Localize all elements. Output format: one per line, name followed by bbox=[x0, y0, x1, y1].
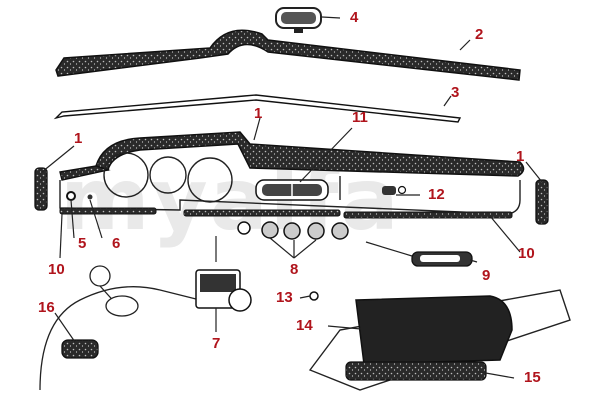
part-knob-12 bbox=[382, 185, 407, 195]
callout-3: 3 bbox=[451, 84, 460, 101]
gear-stick-area bbox=[39, 265, 201, 391]
callout-2: 2 bbox=[475, 26, 484, 43]
callout-6: 6 bbox=[112, 235, 121, 252]
part-end-cap-left bbox=[34, 167, 48, 211]
part-light-unit bbox=[411, 251, 473, 267]
callout-10-right: 10 bbox=[518, 245, 535, 262]
part-mirror bbox=[275, 7, 322, 33]
callout-11: 11 bbox=[352, 109, 368, 126]
part-ashtray bbox=[195, 269, 252, 312]
callout-12: 12 bbox=[428, 186, 445, 203]
part-thin-strip bbox=[53, 94, 462, 123]
part-dashboard-top-left bbox=[59, 165, 111, 181]
dashboard-body bbox=[59, 152, 521, 215]
callout-10-left: 10 bbox=[48, 261, 65, 278]
callout-8: 8 bbox=[290, 261, 299, 278]
callout-4: 4 bbox=[350, 9, 359, 26]
callout-16: 16 bbox=[38, 299, 55, 316]
callout-1-left: 1 bbox=[74, 130, 83, 147]
part-end-cap-right bbox=[535, 179, 549, 225]
part-dashboard-top bbox=[95, 131, 525, 177]
callout-9: 9 bbox=[482, 267, 491, 284]
callout-5: 5 bbox=[78, 235, 87, 252]
callout-13: 13 bbox=[276, 289, 293, 306]
part-vent bbox=[255, 179, 329, 201]
part-bung bbox=[309, 291, 319, 301]
part-molding-center bbox=[183, 209, 341, 217]
part-knobs-row bbox=[237, 221, 349, 240]
part-switch-6 bbox=[87, 194, 93, 200]
part-molding-left bbox=[59, 207, 157, 215]
callout-1-right: 1 bbox=[516, 148, 525, 165]
callout-7: 7 bbox=[212, 335, 221, 352]
part-switch-16 bbox=[61, 339, 99, 359]
leader-lines bbox=[41, 16, 543, 379]
part-switch-5 bbox=[66, 191, 76, 201]
callout-1-top: 1 bbox=[254, 105, 263, 122]
part-glovebox bbox=[308, 289, 571, 391]
part-upper-trim bbox=[55, 29, 521, 81]
part-molding-right bbox=[343, 211, 513, 219]
callout-14: 14 bbox=[296, 317, 313, 334]
callout-15: 15 bbox=[524, 369, 541, 386]
